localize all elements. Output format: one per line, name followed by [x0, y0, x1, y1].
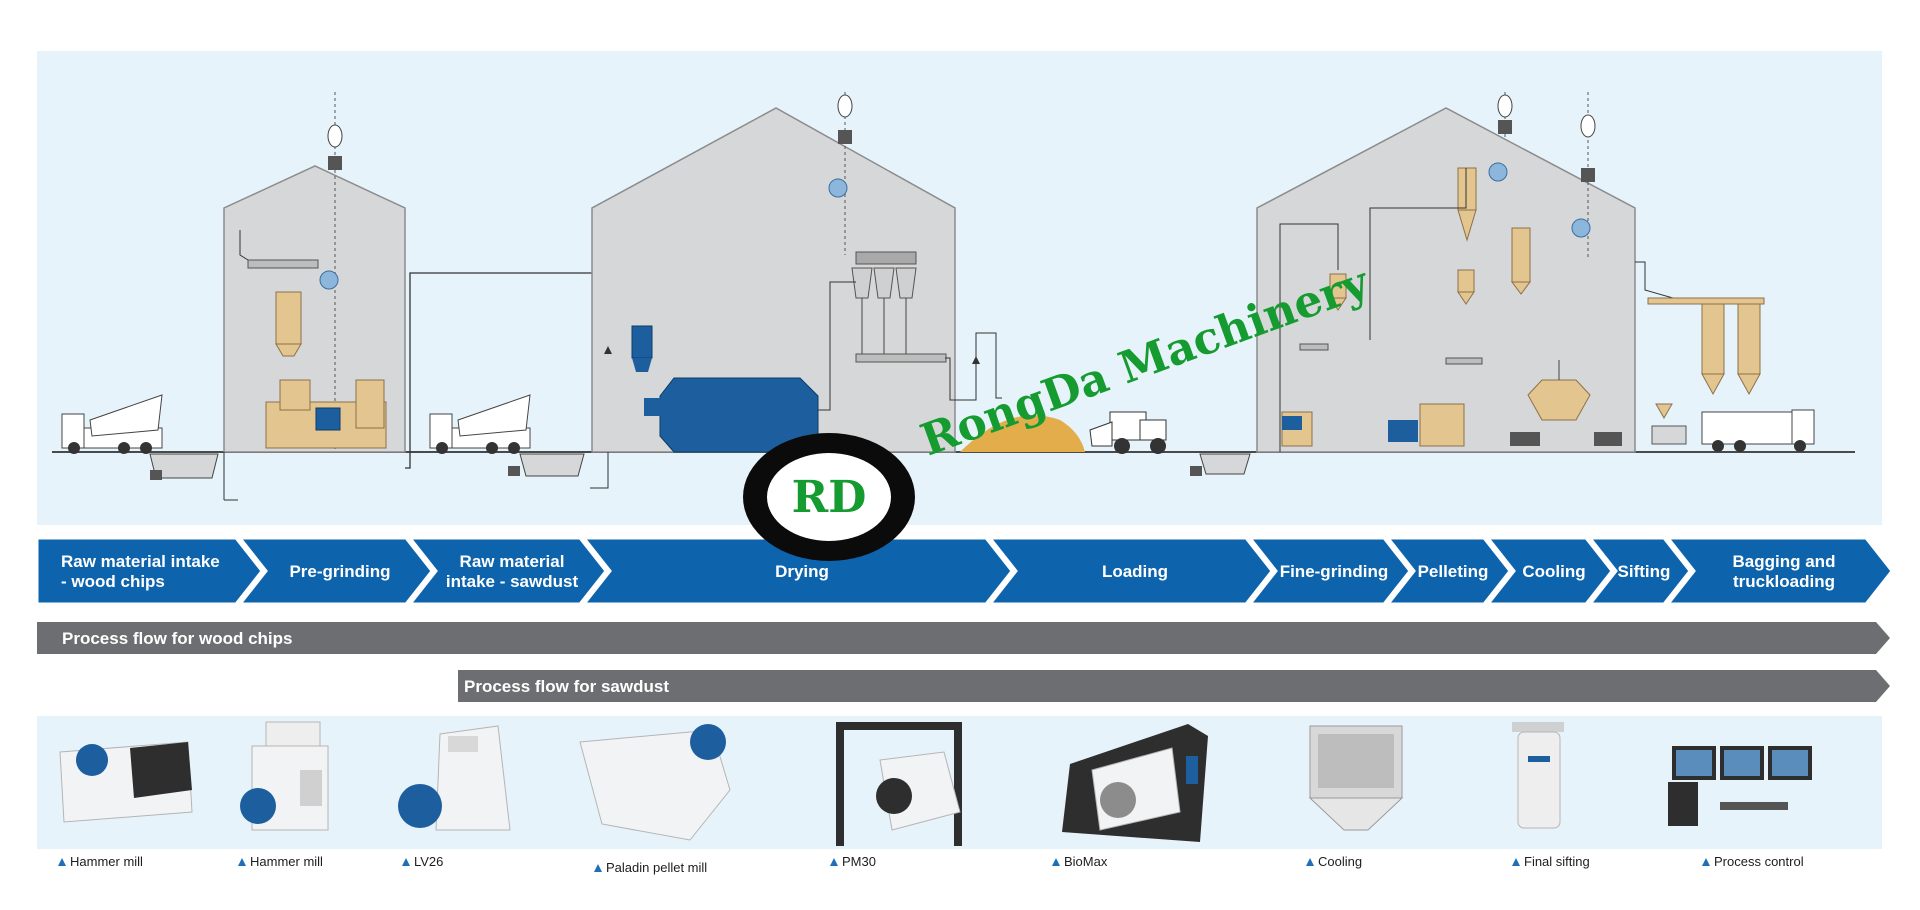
stage-2: Pre-grinding	[236, 536, 434, 606]
intake-hopper-building-3	[1190, 453, 1251, 476]
equipment-caption: Process control	[1702, 854, 1804, 869]
fan-icon	[319, 270, 339, 290]
stage-label: truckloading	[1733, 572, 1835, 591]
building-drying	[590, 92, 1002, 489]
fan-icon	[1488, 162, 1508, 182]
stage-arrow	[1384, 536, 1512, 606]
truck-sawdust	[429, 394, 531, 454]
caption-marker-icon	[1512, 858, 1520, 866]
process-flow-sawdust: Process flow for sawdust	[458, 670, 1890, 702]
stage-label: Drying	[775, 562, 829, 581]
intake-hopper-sawdust	[508, 453, 585, 477]
equipment-caption-label: PM30	[842, 854, 876, 869]
bagging-area	[1647, 297, 1765, 445]
wheel-loader	[1089, 411, 1167, 454]
stage-arrow	[1246, 536, 1412, 606]
stage-5: Loading	[986, 536, 1274, 606]
caption-marker-icon	[238, 858, 246, 866]
building-pelleting	[1256, 92, 1681, 453]
fan-icon	[1571, 218, 1591, 238]
stage-label: Cooling	[1522, 562, 1585, 581]
caption-marker-icon	[830, 858, 838, 866]
equipment-caption: Hammer mill	[58, 854, 143, 869]
filter-icon	[327, 124, 343, 148]
stage-label: Pre-grinding	[289, 562, 390, 581]
sawdust-pile	[960, 415, 1085, 452]
stage-4: Drying	[580, 536, 1014, 606]
stage-arrow	[236, 536, 434, 606]
process-flow-wood-chips: Process flow for wood chips	[37, 622, 1890, 654]
equipment-caption: Hammer mill	[238, 854, 323, 869]
process-stage-band: Raw material intake- wood chips Pre-grind…	[35, 536, 1894, 606]
stage-label: Raw material	[460, 552, 565, 571]
equipment-paladin-image	[579, 724, 731, 841]
stage-label: Bagging and	[1733, 552, 1836, 571]
stage-label: Sifting	[1618, 562, 1671, 581]
equipment-caption-label: BioMax	[1064, 854, 1108, 869]
equipment-final-sifting-image	[1512, 722, 1564, 829]
stage-arrow	[406, 536, 608, 606]
equipment-captions: Hammer mill Hammer mill LV26 Paladin pellet…	[58, 854, 1804, 875]
stage-6: Fine-grinding	[1246, 536, 1412, 606]
caption-marker-icon	[594, 864, 602, 872]
stage-arrow	[1586, 536, 1692, 606]
stage-label: intake - sawdust	[446, 572, 579, 591]
equipment-caption: PM30	[830, 854, 876, 869]
stage-arrow	[580, 536, 1014, 606]
stage-label: Pelleting	[1418, 562, 1489, 581]
stage-label: - wood chips	[61, 572, 165, 591]
equipment-caption: Cooling	[1306, 854, 1362, 869]
stage-arrow	[1484, 536, 1614, 606]
building-pre-grinding	[223, 92, 406, 501]
process-flow-sawdust-label: Process flow for sawdust	[464, 677, 669, 696]
equipment-caption: Final sifting	[1512, 854, 1590, 869]
equipment-caption-label: Final sifting	[1524, 854, 1590, 869]
stage-arrow	[1664, 536, 1894, 606]
equipment-caption-label: Paladin pellet mill	[606, 860, 707, 875]
equipment-lv26-image	[398, 725, 511, 831]
equipment-process-control-image	[1668, 746, 1812, 826]
equipment-pm30-image	[836, 722, 962, 846]
stage-label: Loading	[1102, 562, 1168, 581]
caption-marker-icon	[1306, 858, 1314, 866]
stage-9: Sifting	[1586, 536, 1692, 606]
truck-outbound	[1701, 409, 1815, 452]
filter-icon	[1580, 114, 1596, 138]
stage-8: Cooling	[1484, 536, 1614, 606]
filter-icon	[837, 94, 853, 118]
equipment-hammer-mill-1-image	[59, 741, 193, 823]
equipment-caption: Paladin pellet mill	[594, 860, 707, 875]
equipment-caption-label: Cooling	[1318, 854, 1362, 869]
stage-label: Fine-grinding	[1280, 562, 1389, 581]
equipment-caption-label: LV26	[414, 854, 443, 869]
equipment-cooling-image	[1308, 725, 1404, 831]
intake-hopper-wood-chips	[149, 453, 219, 480]
truck-wood-chips	[61, 394, 163, 454]
equipment-caption: BioMax	[1052, 854, 1108, 869]
filter-icon	[1497, 94, 1513, 118]
equipment-caption-label: Hammer mill	[250, 854, 323, 869]
process-flow-wood-chips-label: Process flow for wood chips	[62, 629, 292, 648]
equipment-caption-label: Hammer mill	[70, 854, 143, 869]
stage-arrow	[986, 536, 1274, 606]
fan-icon	[828, 178, 848, 198]
equipment-caption: LV26	[402, 854, 443, 869]
stage-label: Raw material intake	[61, 552, 220, 571]
stage-7: Pelleting	[1384, 536, 1512, 606]
equipment-biomax-image	[1062, 724, 1208, 842]
caption-marker-icon	[58, 858, 66, 866]
caption-marker-icon	[402, 858, 410, 866]
rd-logo-text: RD	[792, 472, 867, 523]
equipment-caption-label: Process control	[1714, 854, 1804, 869]
caption-marker-icon	[1052, 858, 1060, 866]
caption-marker-icon	[1702, 858, 1710, 866]
stage-arrow	[35, 536, 264, 606]
stage-1: Raw material intake- wood chips	[35, 536, 264, 606]
equipment-hammer-mill-2-image	[240, 721, 329, 831]
